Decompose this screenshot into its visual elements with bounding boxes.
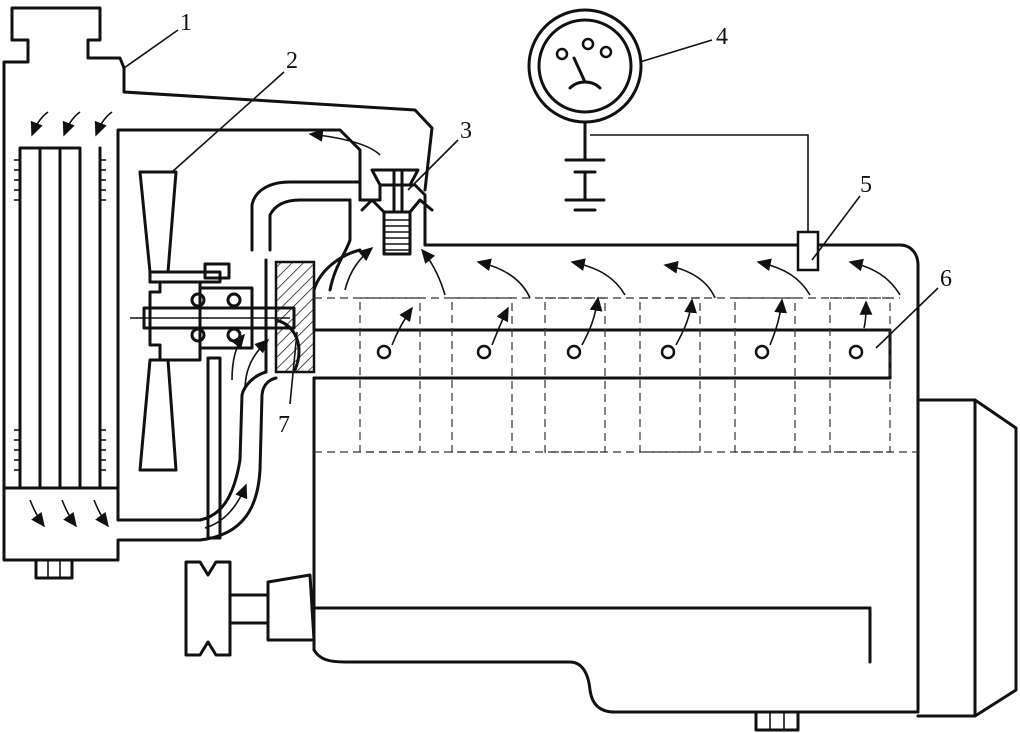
label-5: 5: [860, 172, 872, 198]
label-1: 1: [180, 10, 192, 36]
battery-symbol: [564, 158, 606, 212]
leader-lines: [123, 29, 939, 405]
crankshaft-pulley: [184, 560, 316, 657]
radiator-tube: [58, 146, 82, 490]
label-6: 6: [940, 266, 952, 292]
water-pump: [198, 180, 362, 542]
radiator: [2, 6, 434, 580]
label-4: 4: [716, 24, 728, 50]
oil-pan: [312, 648, 920, 714]
radiator-cap: [10, 6, 126, 70]
flywheel-housing: [916, 398, 1018, 718]
temperature-sensor: [796, 230, 820, 272]
engine-block: [312, 243, 920, 732]
label-7: 7: [278, 412, 290, 438]
drain-plug: [34, 558, 74, 580]
cylinders: [314, 297, 918, 453]
temperature-gauge: [527, 8, 809, 232]
label-3: 3: [460, 118, 472, 144]
radiator-tube: [18, 146, 42, 490]
thermostat: [308, 129, 446, 296]
oil-drain-plug: [754, 710, 800, 732]
water-distribution-pipe: [376, 344, 864, 360]
label-2: 2: [286, 48, 298, 74]
